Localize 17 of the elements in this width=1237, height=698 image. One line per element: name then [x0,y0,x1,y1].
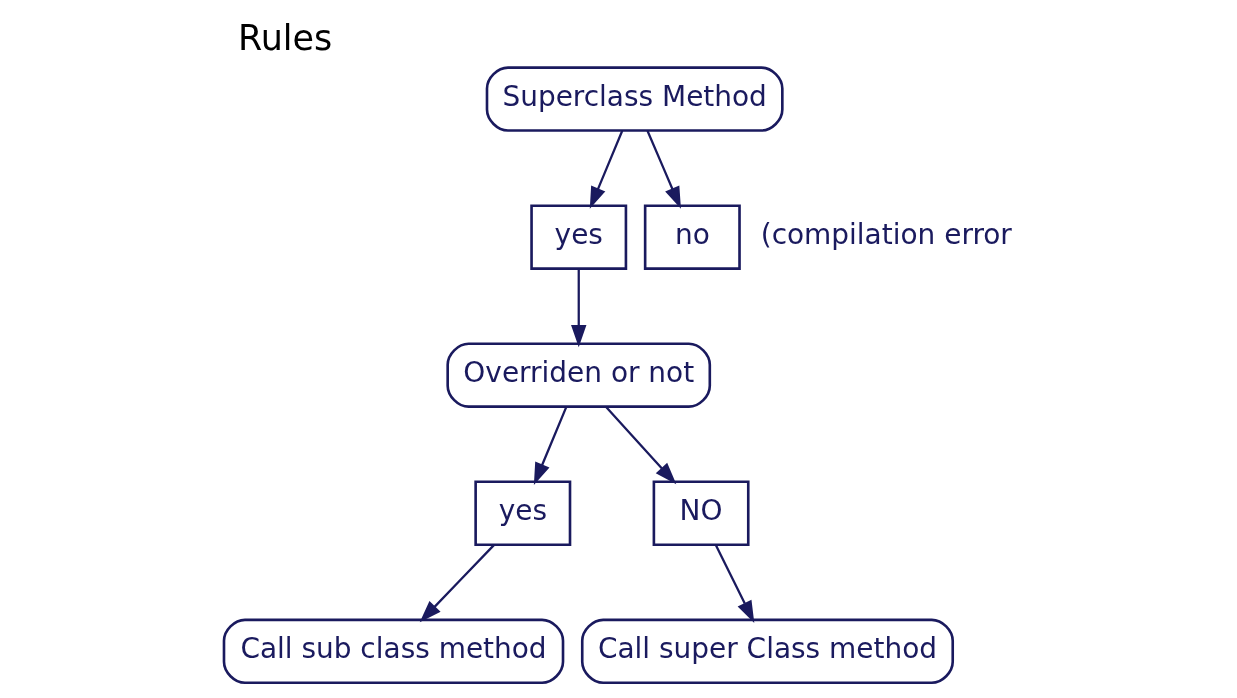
node-box: Superclass Method [485,66,784,132]
arrow [533,406,568,485]
arrow [589,130,624,209]
node-box: no [643,204,741,270]
node-box: NO [652,480,750,547]
diagram-title: Rules [238,18,333,59]
node-box: yes [530,204,628,270]
arrow [419,544,495,623]
node-label: (compilation error [760,217,1012,251]
arrow [571,268,587,348]
arrow [605,406,677,485]
node-box: Overriden or not [446,342,712,408]
node-box: Call sub class method [222,618,565,685]
arrow [714,544,755,623]
arrow [646,130,681,209]
node-box: Call super Class method [580,618,955,685]
node-box: yes [474,480,572,547]
